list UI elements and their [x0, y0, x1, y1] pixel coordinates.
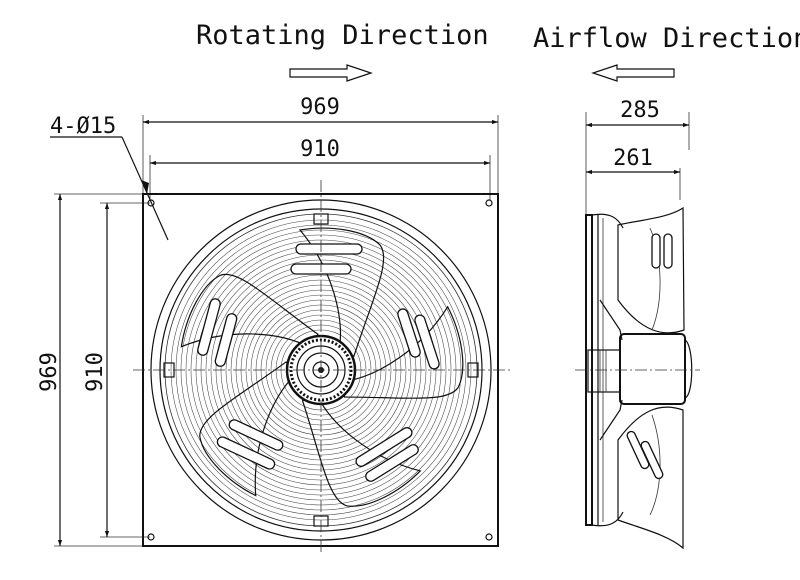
overall-height-value: 969	[37, 352, 62, 392]
mounting-hole	[147, 199, 155, 207]
mounting-holes	[147, 199, 493, 541]
front-height-dimensions	[54, 193, 150, 547]
hole-spec-leader	[50, 136, 169, 241]
overall-width-value: 969	[300, 95, 340, 120]
overall-depth-value: 285	[620, 98, 660, 123]
side-depth-dimensions	[585, 112, 690, 215]
fan-front-view	[133, 180, 512, 555]
mounting-hole	[147, 533, 155, 541]
blade-slots	[197, 243, 440, 482]
rotating-direction-label: Rotating Direction	[196, 20, 489, 51]
body-depth-value: 261	[613, 146, 653, 171]
mounting-hole	[485, 199, 493, 207]
fan-blade	[343, 305, 464, 399]
hole-spec-label: 4-Ø15	[50, 114, 116, 139]
side-blade-lower	[617, 406, 684, 550]
fan-blade	[298, 227, 385, 357]
mounting-hole	[485, 533, 493, 541]
hole-spacing-height-value: 910	[83, 352, 108, 392]
hole-spacing-width-value: 910	[300, 137, 340, 162]
fan-blade	[180, 273, 319, 349]
airflow-direction-arrow-icon	[591, 64, 675, 82]
fan-side-view	[575, 206, 700, 550]
rotating-direction-arrow-icon	[289, 64, 373, 82]
side-blade-upper	[617, 206, 685, 334]
airflow-direction-label: Airflow Direction	[533, 23, 800, 54]
fan-blade	[199, 361, 297, 497]
side-motor-body	[619, 333, 686, 405]
